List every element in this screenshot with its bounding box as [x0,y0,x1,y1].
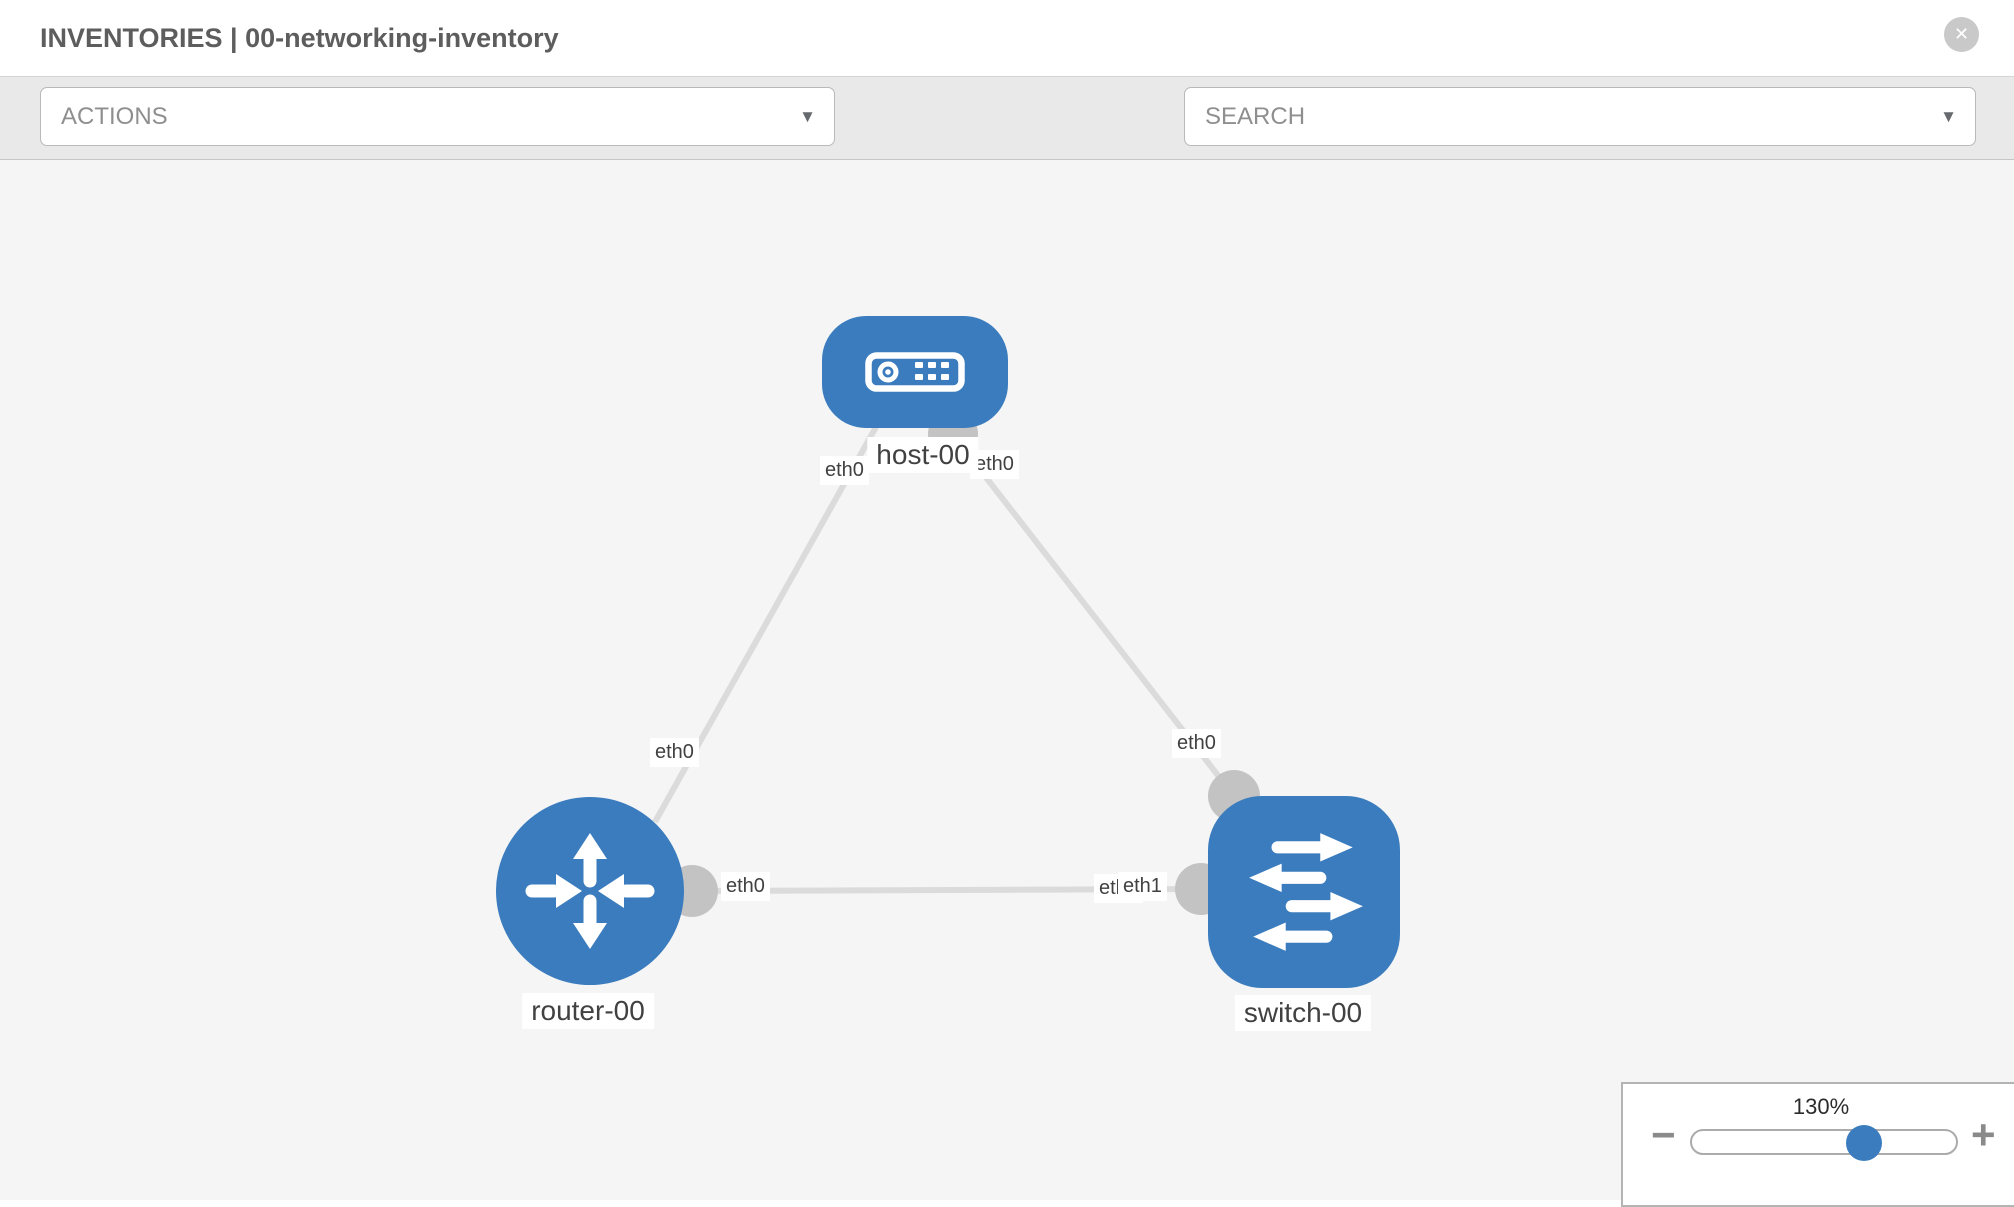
interface-label: eth0 [650,738,699,767]
zoom-slider-handle[interactable] [1846,1125,1882,1161]
search-dropdown[interactable]: SEARCH ▼ [1184,87,1976,146]
plus-icon: + [1971,1111,1996,1158]
close-icon: ✕ [1953,24,1970,44]
toolbar: ACTIONS ▼ SEARCH ▼ [0,76,2014,216]
search-input[interactable]: SEARCH [1205,103,1306,130]
chevron-down-icon: ▼ [799,107,816,126]
node-label-host: host-00 [867,437,979,473]
links-layer [652,409,1260,917]
interface-label: eth0 [1172,729,1221,758]
node-host-00[interactable] [822,316,1008,428]
zoom-slider-track[interactable] [1690,1129,1958,1155]
close-button[interactable]: ✕ [1944,17,1979,52]
zoom-level-value: 130% [1792,1094,1850,1119]
interface-label: eth0 [721,872,770,901]
zoom-panel: 130% − + [1621,1082,2014,1207]
interface-label: eth0 [820,456,869,485]
chevron-down-icon: ▼ [1940,107,1957,126]
node-router-00[interactable] [496,797,684,985]
panel-header: INVENTORIES | 00-networking-inventory ✕ [0,0,2014,76]
zoom-out-button[interactable]: − [1651,1114,1676,1156]
zoom-in-button[interactable]: + [1971,1114,1996,1156]
node-label-router: router-00 [522,993,654,1029]
page-title: INVENTORIES | 00-networking-inventory [40,23,559,53]
router-icon [525,833,655,949]
switch-icon [1249,833,1363,951]
node-label-switch: switch-00 [1234,995,1372,1031]
interface-label: eth1 [1118,872,1167,901]
topology-canvas[interactable]: eth0 eth0 eth0 eth0 eth0 eth1 eth1 host-… [0,160,2014,1200]
host-icon [865,352,965,392]
actions-dropdown-label: ACTIONS [61,103,168,130]
node-switch-00[interactable] [1208,796,1400,988]
minus-icon: − [1651,1111,1676,1158]
actions-dropdown[interactable]: ACTIONS ▼ [40,87,835,146]
